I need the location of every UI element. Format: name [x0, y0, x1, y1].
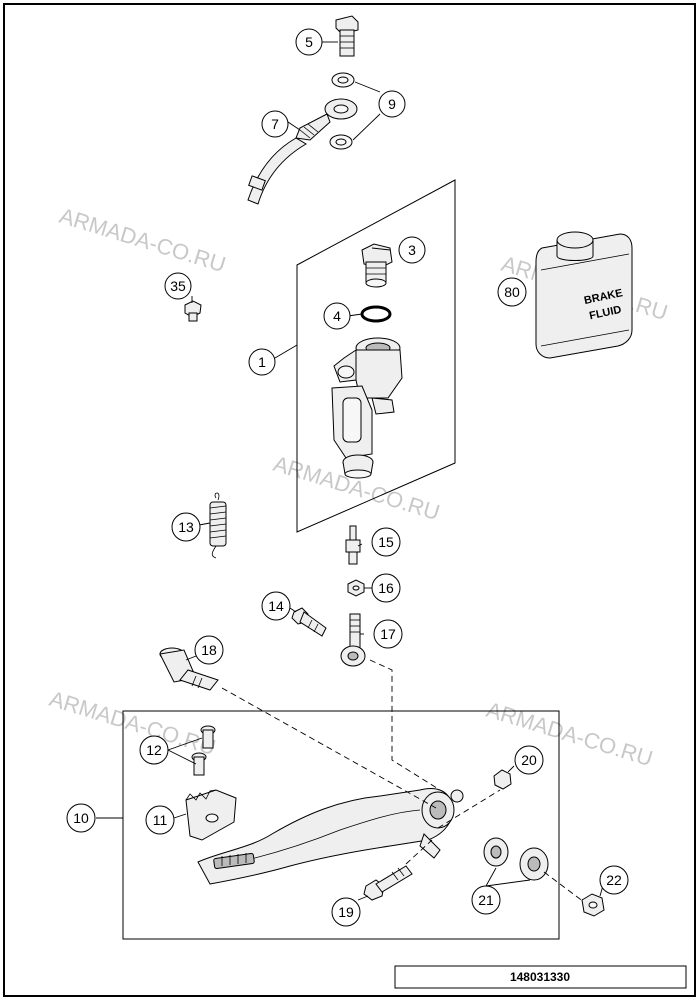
assembly-line-rod	[369, 659, 441, 791]
callout-22: 22	[599, 865, 629, 895]
reservoir-fitting	[361, 243, 393, 288]
svg-text:20: 20	[521, 752, 537, 768]
footrest-pad	[185, 789, 237, 841]
pivot-nut	[581, 893, 605, 917]
banjo-bolt	[335, 15, 359, 57]
svg-text:18: 18	[201, 642, 217, 658]
footrest-screw	[191, 725, 216, 776]
svg-text:22: 22	[606, 872, 622, 888]
callout-35: 35	[164, 272, 192, 300]
drawing-frame	[3, 3, 696, 997]
master-cylinder-group-outline	[296, 179, 456, 533]
svg-text:16: 16	[378, 580, 394, 596]
assembly-line-pivot	[221, 687, 437, 809]
flange-nut	[493, 769, 512, 790]
callout-15: 15	[371, 527, 401, 557]
lever-bolt	[363, 865, 413, 901]
svg-text:12: 12	[146, 742, 162, 758]
brake-fluid-bottle: BRAKE FLUID	[535, 231, 633, 359]
assembly-line-bolt	[405, 839, 433, 865]
bleed-screw	[184, 300, 202, 322]
reference-box	[394, 965, 687, 989]
svg-text:3: 3	[408, 242, 416, 258]
master-cylinder	[331, 337, 403, 479]
callout-20: 20	[514, 745, 544, 775]
svg-text:9: 9	[388, 96, 396, 112]
callout-5: 5	[295, 28, 323, 56]
callout-16: 16	[371, 573, 401, 603]
rod-end	[340, 613, 366, 667]
callout-13: 13	[171, 512, 201, 542]
brake-lever	[197, 788, 464, 885]
svg-text:80: 80	[504, 284, 520, 300]
callout-4: 4	[323, 302, 351, 330]
callout-21: 21	[471, 885, 501, 915]
callout-11: 11	[145, 805, 175, 835]
callout-9: 9	[378, 90, 406, 118]
assembly-line-nut	[543, 871, 585, 903]
svg-text:7: 7	[271, 116, 279, 132]
watermark: ARMADA-CO.RU	[57, 203, 229, 277]
svg-text:1: 1	[258, 354, 266, 370]
svg-text:19: 19	[338, 904, 354, 920]
svg-text:10: 10	[73, 810, 89, 826]
pivot-bolt	[159, 647, 219, 691]
o-ring	[360, 305, 392, 323]
svg-text:21: 21	[478, 892, 494, 908]
callout-80: 80	[497, 277, 527, 307]
callout-12: 12	[139, 735, 169, 765]
watermark: ARMADA-CO.RU	[47, 686, 219, 760]
callout-7: 7	[261, 110, 289, 138]
watermark: ARMADA-CO.RU	[484, 697, 656, 771]
callout-10: 10	[66, 803, 96, 833]
svg-text:14: 14	[268, 598, 284, 614]
callout-19: 19	[331, 897, 361, 927]
callout-1: 1	[248, 348, 276, 376]
callout-3: 3	[398, 236, 426, 264]
svg-text:4: 4	[333, 308, 341, 324]
callout-14: 14	[261, 591, 291, 621]
return-spring	[209, 492, 227, 559]
svg-text:35: 35	[170, 278, 186, 294]
lever-bearings	[483, 837, 549, 881]
svg-text:15: 15	[378, 534, 394, 550]
svg-text:5: 5	[305, 34, 313, 50]
callout-18: 18	[194, 635, 224, 665]
brake-hose	[247, 98, 358, 205]
callout-17: 17	[373, 619, 403, 649]
svg-text:13: 13	[178, 519, 194, 535]
reference-number: 148031330	[510, 970, 570, 984]
svg-text:11: 11	[153, 812, 168, 828]
assembly-line-bearing	[437, 789, 501, 829]
svg-text:17: 17	[380, 626, 396, 642]
clevis-bolt	[291, 607, 327, 637]
push-rod	[345, 525, 361, 565]
brake-lever-group-box	[122, 710, 560, 940]
